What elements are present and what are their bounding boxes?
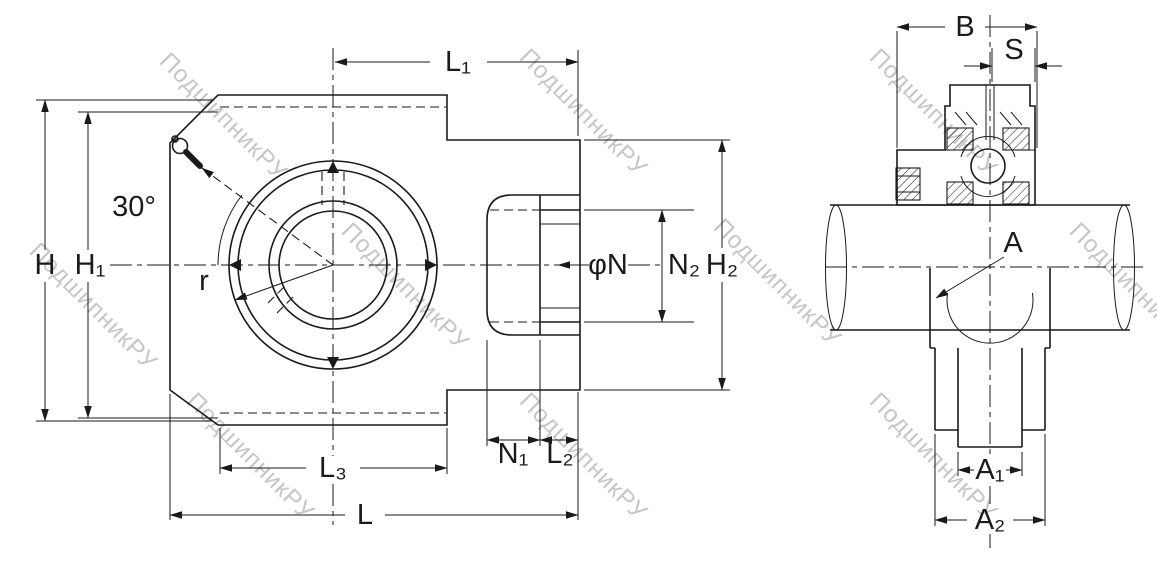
shaft-end-left [825,204,847,331]
dim-label-l2: L₂ [546,438,573,470]
dim-label-n2: N₂ [668,249,700,281]
dimension-n1: N₁ [486,340,541,470]
dim-label-n1: N₁ [498,438,529,470]
dimension-h: H [35,99,212,422]
slot-block [486,194,580,336]
upper-housing-section [895,84,1036,206]
side-view: B S A A₁ A₂ [825,11,1145,548]
upper-housing-outline [896,84,1036,206]
slot-slit-lines [985,85,995,140]
ring-tick-marks [229,161,437,369]
dim-label-l: L [357,499,373,531]
set-screw-hidden-lines [321,172,345,205]
dimension-a2: A₂ [934,434,1046,536]
watermark-text: ПодшипникРУ [514,44,652,182]
shaft-end-right [1113,204,1135,331]
dimension-l2: L₂ [539,436,579,470]
watermark-text: ПодшипникРУ [1064,218,1157,356]
dimension-a: A [935,227,1023,299]
shaft-bore-circle [278,210,388,320]
watermark-text: ПодшипникРУ [154,48,292,186]
set-screw-section [895,167,921,201]
ball [970,148,1006,184]
dim-label-phi-n: φN [588,249,628,281]
dimension-h2: H₂ [584,139,738,391]
inner-ring-circle [268,200,398,330]
angle-arc [217,194,243,266]
watermark-text: ПодшипникРУ [181,388,319,526]
watermark-text: ПодшипникРУ [864,44,1002,182]
ring-section-hatch [946,127,1030,205]
dimension-l3: L₃ [219,428,448,484]
dimension-a1: A₁ [957,452,1023,486]
bore-seat-arc [946,292,1034,344]
dim-label-b: B [955,11,974,43]
dim-label-h1: H₁ [75,249,106,281]
angle-leader-line [201,167,334,266]
watermark-text: ПодшипникРУ [514,388,652,526]
dim-label-a1: A₁ [975,454,1004,486]
watermark-text: ПодшипникРУ [336,218,474,356]
lower-housing [929,268,1051,448]
dim-label-angle: 30° [112,191,156,223]
dimension-n2: N₂ [584,209,700,323]
dimension-b: B [896,11,1038,148]
dimension-phi-n: φN [557,249,628,281]
dim-label-h: H [35,249,56,281]
housing-outline [169,94,581,426]
dim-label-h2: H₂ [706,249,738,281]
dim-label-l1: L₁ [445,46,471,78]
dim-label-a: A [1003,227,1023,259]
dimension-l1: L₁ [334,46,579,136]
grease-fitting [171,135,203,169]
dim-label-a2: A₂ [975,504,1006,536]
dimension-s: S [964,34,1062,82]
front-view: 30° r L₁ H [35,46,739,531]
dim-label-l3: L₃ [319,452,347,484]
dim-label-s: S [1004,34,1023,66]
seal-marks [954,111,1023,126]
bore-hidden-marks [267,286,294,314]
dimension-l: L [169,392,579,531]
radius-leader [234,264,334,301]
dim-label-r: r [199,265,209,297]
dimension-h1: H₁ [75,111,218,419]
